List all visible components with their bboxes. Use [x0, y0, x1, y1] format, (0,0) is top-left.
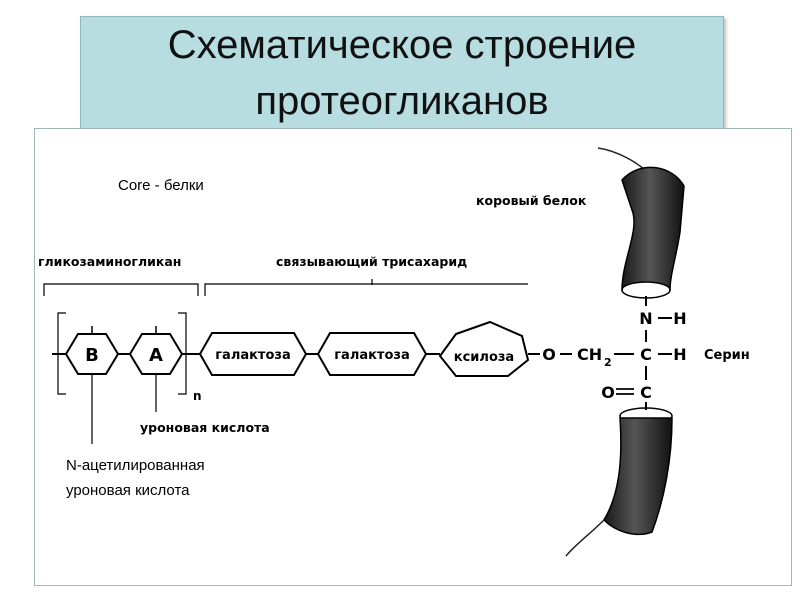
n-acetyl-label-line-1: N-ацетилированная — [66, 457, 205, 474]
galactose-2: галактоза — [316, 332, 428, 376]
repeat-subscript: n — [193, 389, 202, 403]
unit-b: B — [64, 326, 120, 444]
amide-hydrogen: H — [673, 309, 686, 328]
oxygen-atom: O — [542, 345, 556, 364]
glycosaminoglycan-label: гликозаминогликан — [38, 254, 181, 269]
unit-b-label: B — [85, 345, 99, 366]
carbonyl-oxygen: O — [601, 383, 615, 402]
ch2-subscript: 2 — [604, 356, 612, 369]
galactose-2-label: галактоза — [334, 348, 409, 363]
core-protein-label: коровый белок — [476, 193, 587, 208]
amide-nitrogen: N — [639, 309, 652, 328]
title-line-2: протеогликанов — [255, 79, 549, 123]
serine-label: Серин — [704, 348, 750, 363]
unit-a: A — [128, 326, 184, 412]
ch2-group: CH — [577, 345, 602, 364]
uronic-acid-label: уроновая кислота — [140, 420, 270, 435]
core-protein-lower — [565, 407, 673, 557]
title-line-1: Схематическое строение — [167, 23, 637, 67]
alpha-hydrogen: H — [673, 345, 686, 364]
serine-structure: O CH 2 C H N H C O Серин — [528, 296, 750, 410]
linker-trisaccharide-label: связывающий трисахарид — [276, 254, 467, 269]
core-protein-note: Core - белки — [118, 177, 204, 194]
unit-a-label: A — [149, 345, 163, 366]
carbonyl-carbon: C — [640, 383, 652, 402]
xylose: ксилоза — [438, 320, 530, 377]
title-box: Схематическое строение протеогликанов — [80, 16, 724, 130]
galactose-1: галактоза — [198, 332, 308, 376]
core-protein-upper — [597, 147, 685, 299]
n-acetyl-label-line-2: уроновая кислота — [66, 482, 190, 499]
galactose-1-label: галактоза — [215, 348, 290, 363]
alpha-carbon: C — [640, 345, 652, 364]
xylose-label: ксилоза — [454, 350, 514, 365]
